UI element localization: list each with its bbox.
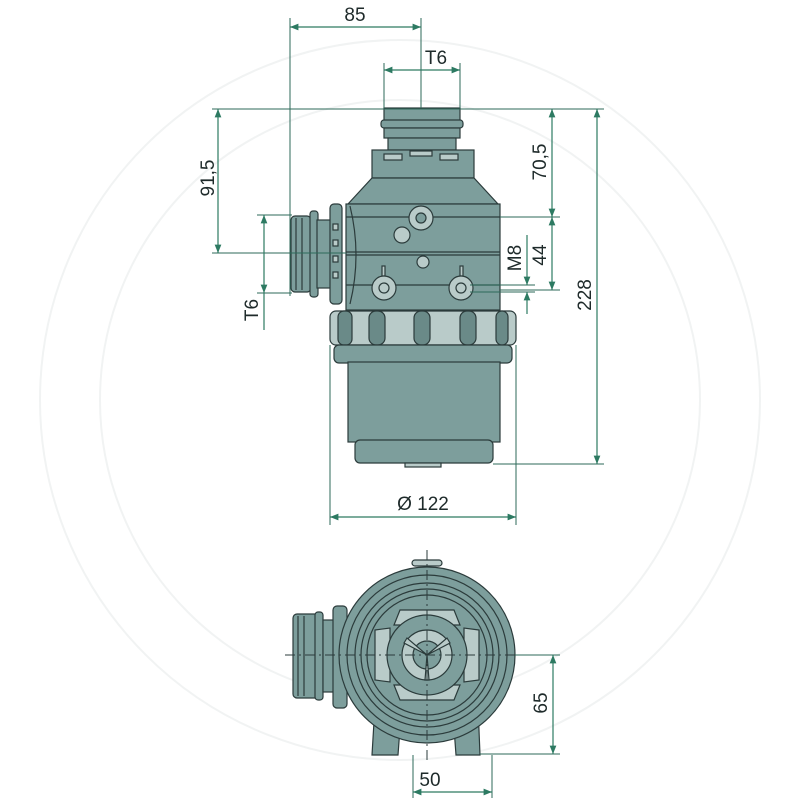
dim-85: 85 <box>344 5 365 26</box>
top-port <box>380 107 464 151</box>
ring-nut <box>329 310 517 346</box>
side-view <box>290 107 517 468</box>
dim-50: 50 <box>419 770 440 791</box>
dim-t6-side: T6 <box>242 299 263 321</box>
dim-70-5: 70,5 <box>530 144 551 181</box>
shoulder <box>346 177 500 205</box>
dim-228: 228 <box>575 279 596 311</box>
dim-44: 44 <box>530 244 551 266</box>
dimensions: 85 T6 91,5 T6 70,5 44 M8 228 <box>198 5 604 798</box>
dim-t6-top: T6 <box>425 48 447 69</box>
dim-65: 65 <box>531 692 552 713</box>
bottom-view <box>285 550 520 760</box>
dim-m8: M8 <box>505 245 526 271</box>
dim-diameter: Ø 122 <box>397 494 449 515</box>
side-port <box>290 203 343 305</box>
filter-bowl <box>333 344 513 468</box>
dim-91-5: 91,5 <box>198 160 219 197</box>
bolts <box>371 205 474 301</box>
